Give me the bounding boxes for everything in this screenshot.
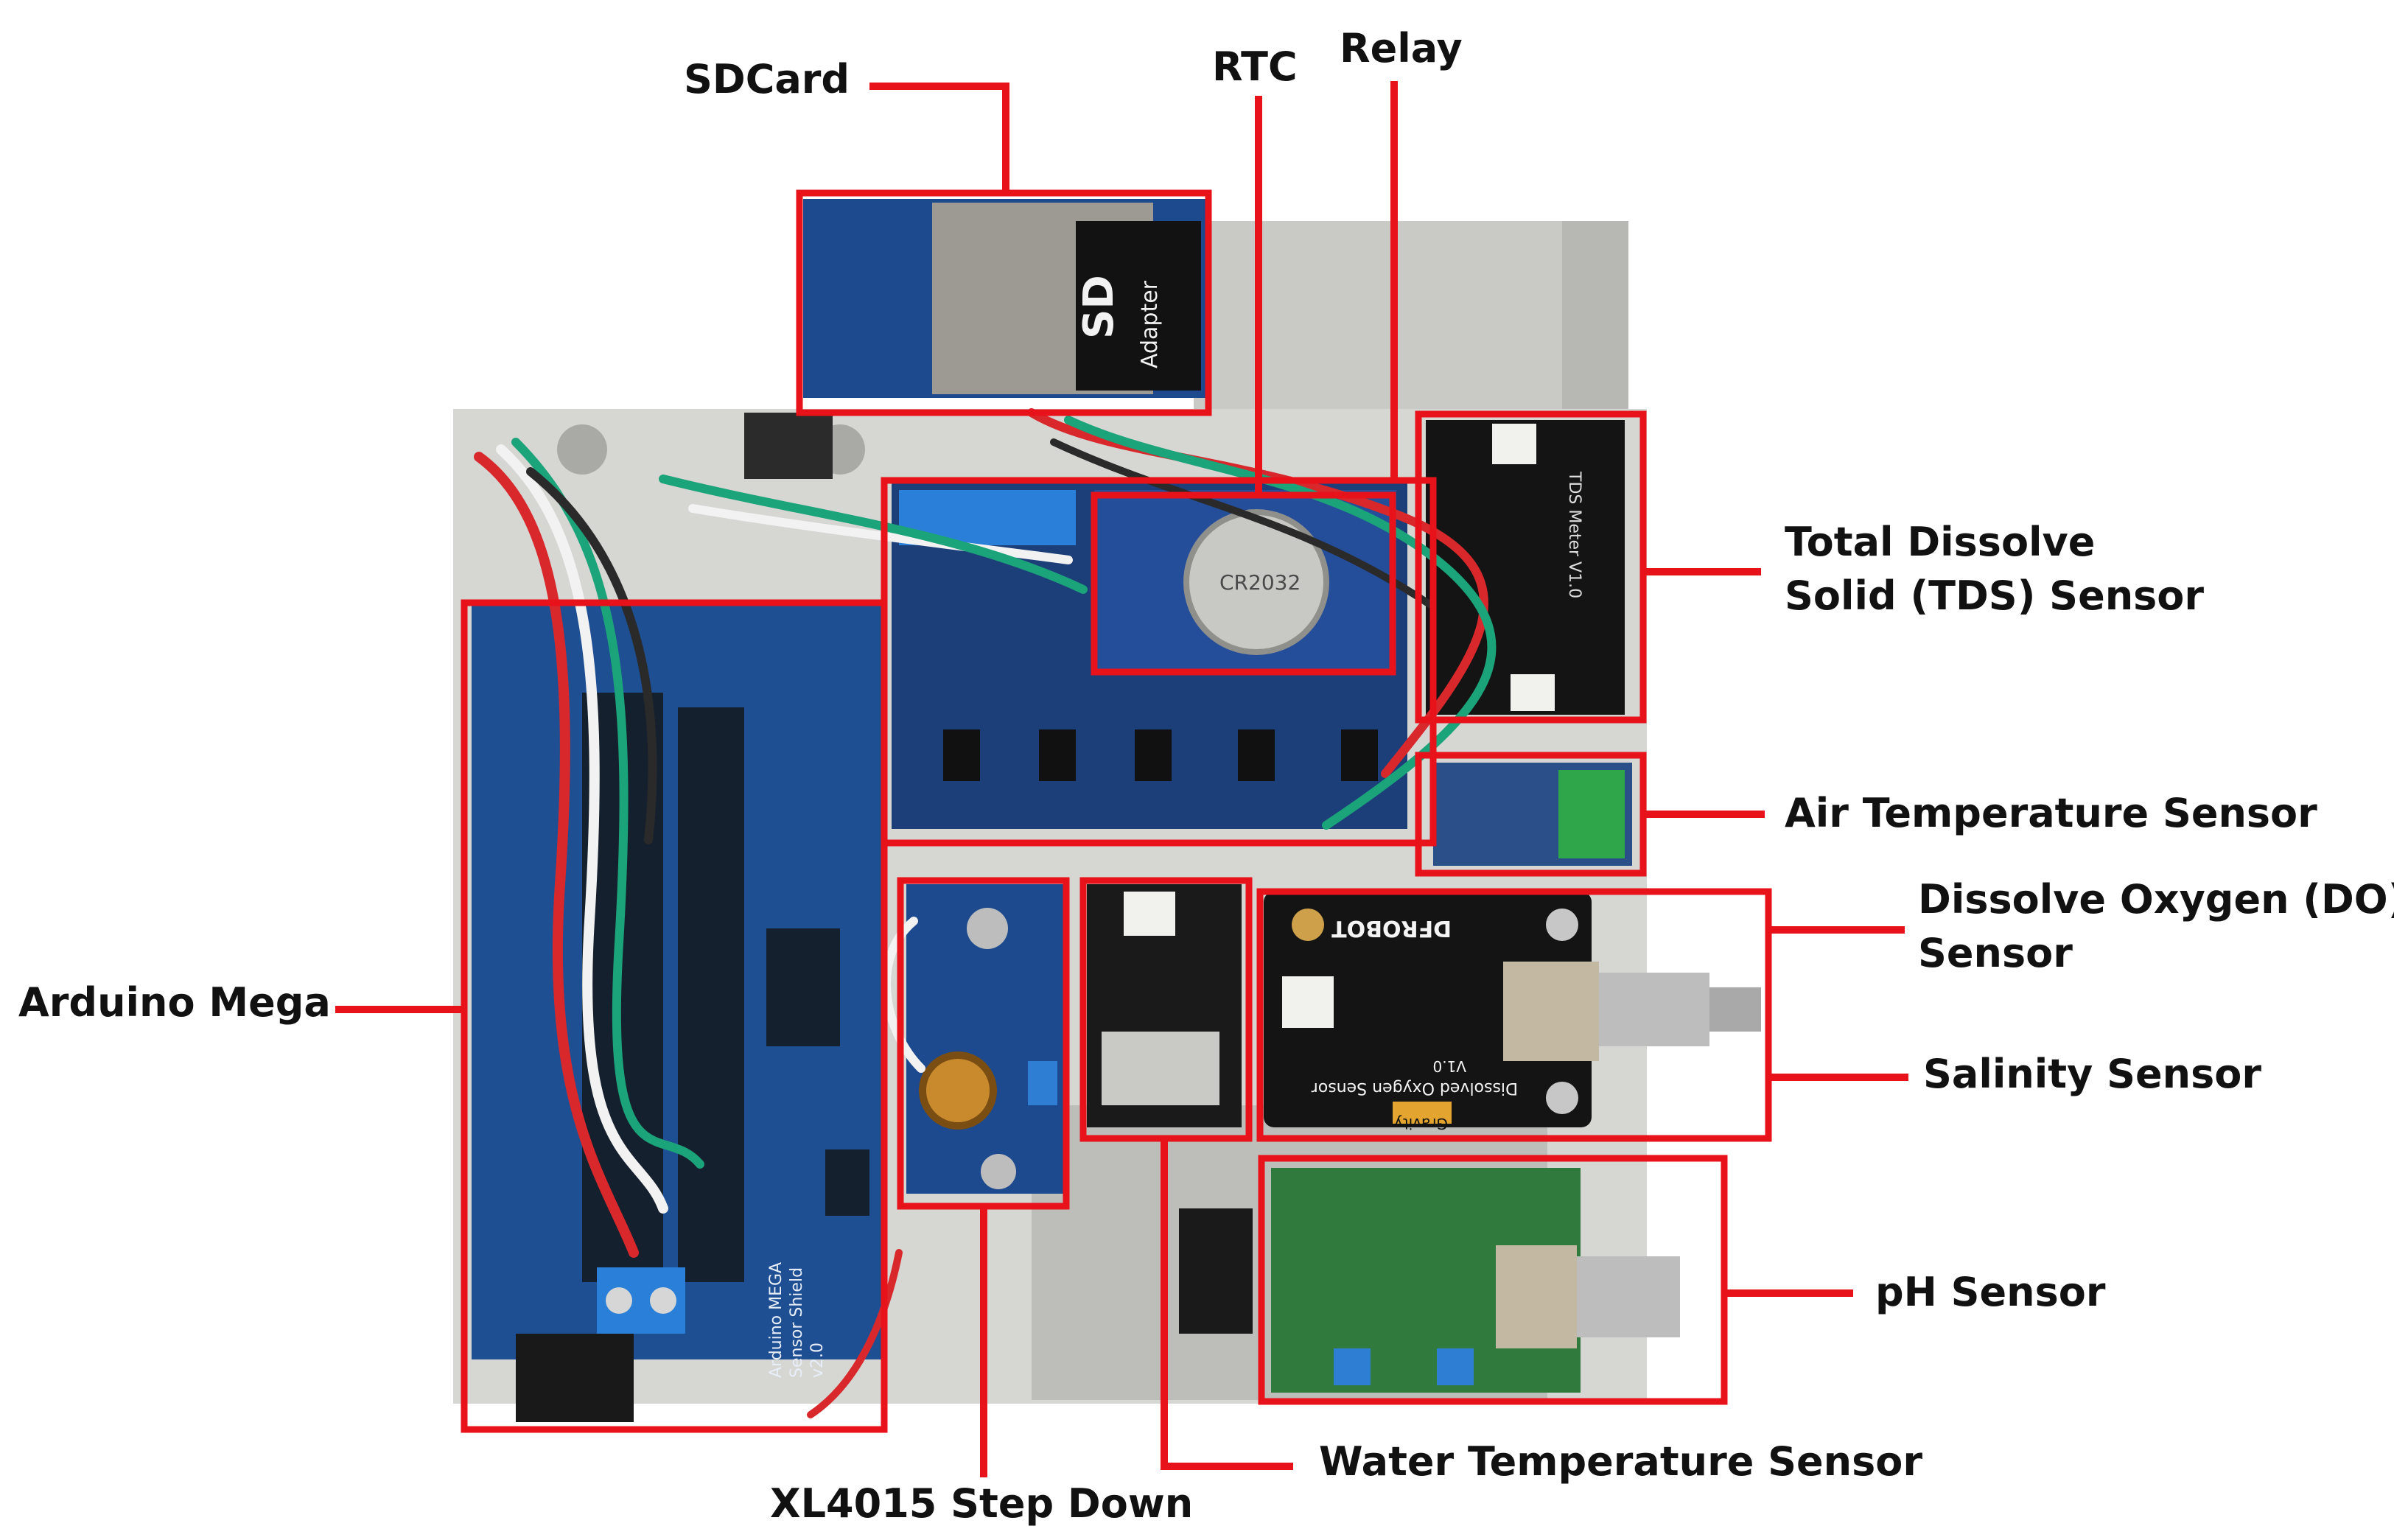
dfrobot-logo-text: DFROBOT [1331, 915, 1452, 941]
ph-bnc-body [1496, 1245, 1577, 1348]
do-bnc-tip [1709, 987, 1761, 1032]
toroid-inductor [919, 1051, 997, 1130]
label-xl4015: XL4015 Step Down [770, 1480, 1194, 1527]
air-temp-box [1415, 752, 1647, 877]
terminal-screw [606, 1287, 632, 1314]
sd-adapter-text: Adapter [1137, 280, 1163, 368]
capacitor [981, 1154, 1016, 1189]
board-screw [1292, 909, 1324, 941]
label-tds: Total Dissolve Solid (TDS) Sensor [1785, 516, 2204, 623]
label-ph: pH Sensor [1875, 1269, 2106, 1315]
sd-logo-text: SD [1075, 275, 1123, 339]
label-tds-line2: Solid (TDS) Sensor [1785, 572, 2205, 619]
capacitor [967, 908, 1008, 949]
label-do-line2: Sensor [1918, 929, 2073, 976]
water-temp-box [1079, 877, 1253, 1142]
rtc-coin-battery [1183, 509, 1329, 655]
terminal-screw [650, 1287, 676, 1314]
tds-connector [1511, 674, 1555, 711]
label-do-line1: Dissolve Oxygen (DO) [1918, 876, 2394, 923]
board-screw [1546, 1082, 1578, 1114]
label-dissolved-oxygen: Dissolve Oxygen (DO) Sensor [1918, 873, 2394, 981]
enclosure-lid [1194, 221, 1628, 413]
tds-board [1426, 420, 1625, 715]
water-temp-leader [1161, 1138, 1293, 1470]
label-salinity: Salinity Sensor [1923, 1051, 2261, 1097]
enclosure-lid-edge [1562, 221, 1628, 413]
tds-box [1415, 410, 1647, 724]
board-screw [1546, 909, 1578, 941]
do-salinity-box [1256, 888, 1772, 1142]
ph-header [1179, 1208, 1253, 1334]
battery-text: CR2032 [1219, 570, 1301, 595]
relay-box [881, 477, 1437, 847]
do-board-text: Dissolved Oxygen Sensor [1311, 1079, 1518, 1097]
label-relay: Relay [1340, 25, 1463, 71]
ph-trim-pot [1334, 1348, 1371, 1385]
do-sensor-board [1264, 892, 1592, 1127]
do-bnc-body [1503, 962, 1599, 1061]
water-temp-connector [1124, 892, 1175, 936]
do-connector [1282, 976, 1334, 1028]
gravity-badge [1393, 1102, 1452, 1124]
do-bnc-connector [1599, 973, 1709, 1046]
wire-bundle [474, 408, 1497, 1418]
relay-optocouplers [943, 729, 1378, 781]
trim-pot [1028, 1061, 1057, 1105]
xl4015-box [897, 877, 1070, 1210]
ph-box [1258, 1155, 1728, 1405]
label-rtc: RTC [1212, 43, 1298, 90]
dc-jack [516, 1334, 634, 1422]
label-tds-line1: Total Dissolve [1785, 519, 2096, 565]
label-air-temperature: Air Temperature Sensor [1785, 790, 2317, 836]
rtc-box [1091, 491, 1396, 676]
label-arduino-mega: Arduino Mega [18, 979, 331, 1026]
mounting-hole [557, 424, 607, 475]
air-temp-terminal [1558, 770, 1625, 858]
do-board-version: V1.0 [1433, 1057, 1467, 1075]
shield-silkscreen: Arduino MEGA Sensor Shield v2.0 [767, 1257, 827, 1378]
tds-board-text: TDS Meter V1.0 [1565, 471, 1583, 598]
water-temp-terminal [1102, 1032, 1219, 1105]
sdcard-leader [869, 83, 1009, 193]
ph-bnc-connector [1577, 1256, 1680, 1337]
gravity-text: Gravity [1394, 1115, 1448, 1133]
label-water-temperature: Water Temperature Sensor [1319, 1438, 1922, 1485]
tds-connector [1492, 424, 1536, 464]
ph-trim-pot [1437, 1348, 1474, 1385]
black-spacer [744, 413, 833, 479]
sdcard-box [796, 189, 1212, 416]
sd-adapter-card [1076, 221, 1201, 391]
arduino-box [461, 599, 888, 1433]
label-sdcard: SDCard [684, 56, 850, 102]
